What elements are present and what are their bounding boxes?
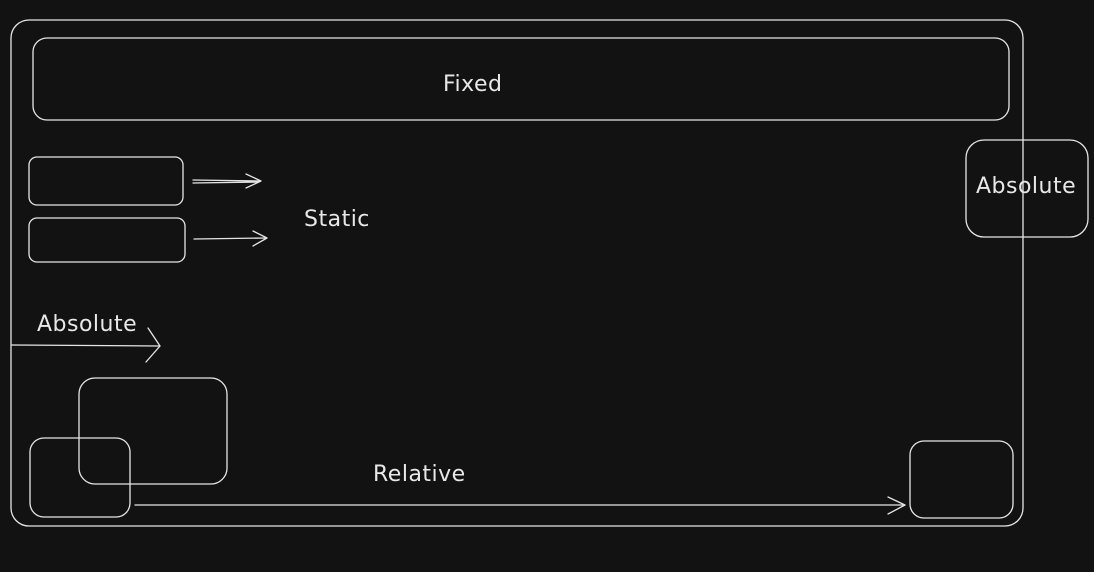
absolute-side-label: Absolute [976, 174, 1077, 199]
absolute-left-label: Absolute [37, 312, 138, 337]
absolute-side-box [965, 139, 1089, 238]
relative-end-box [909, 440, 1014, 519]
relative-label: Relative [373, 462, 466, 487]
relative-start-box [29, 437, 131, 518]
fixed-label: Fixed [443, 72, 503, 97]
static-box-1 [28, 156, 184, 206]
relative-arrow [134, 496, 906, 515]
static-box-2 [28, 217, 186, 263]
static-arrow-2 [193, 230, 268, 247]
absolute-overlap-box [78, 377, 228, 485]
viewport-container [10, 19, 1024, 527]
static-label: Static [304, 207, 370, 232]
absolute-left-arrow [11, 327, 161, 363]
fixed-header-box [32, 37, 1010, 121]
static-arrow-1 [192, 173, 262, 189]
